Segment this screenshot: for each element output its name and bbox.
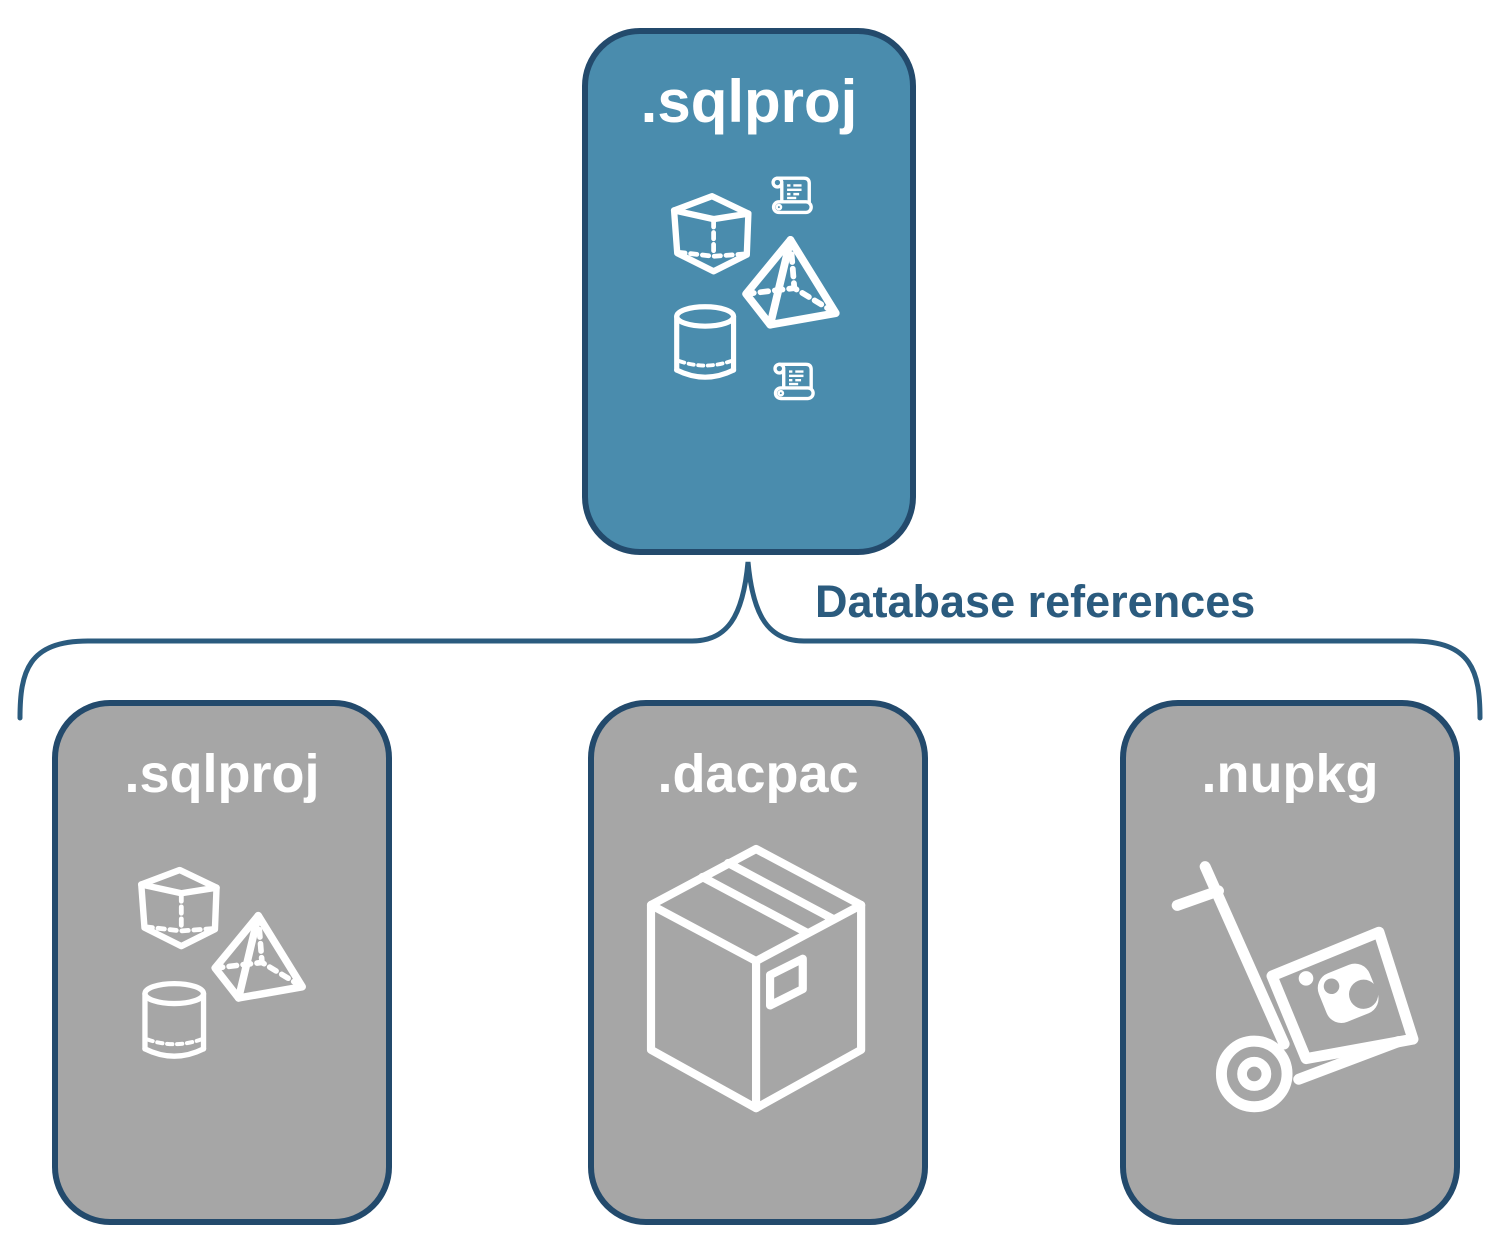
sql-objects-icon-cluster bbox=[588, 176, 910, 401]
package-box-icon bbox=[651, 849, 861, 1108]
nuget-hand-truck-icon bbox=[1177, 867, 1413, 1107]
child-card-dacpac: .dacpac bbox=[588, 700, 928, 1225]
brace-path bbox=[17, 561, 1483, 721]
child-card-title: .nupkg bbox=[1201, 744, 1379, 804]
package-box-icon-wrap bbox=[594, 706, 922, 1219]
pyramid-icon bbox=[746, 240, 836, 325]
cube-icon bbox=[674, 196, 748, 271]
child-card-title: .dacpac bbox=[657, 744, 859, 804]
nuget-hand-truck-icon-wrap bbox=[1126, 706, 1454, 1219]
child-card-sqlproj: .sqlproj bbox=[52, 700, 392, 1225]
cylinder-icon bbox=[145, 984, 204, 1057]
parent-card-title: .sqlproj bbox=[640, 68, 858, 135]
cylinder-icon bbox=[677, 307, 734, 377]
scroll-icon bbox=[773, 362, 815, 401]
connector-label: Database references bbox=[815, 576, 1256, 627]
scroll-icon bbox=[771, 176, 813, 215]
sql-objects-icon-cluster bbox=[58, 706, 386, 1219]
child-card-title: .sqlproj bbox=[124, 744, 320, 804]
parent-card-sqlproj: .sqlproj bbox=[582, 28, 916, 555]
pyramid-icon bbox=[215, 916, 302, 998]
cube-icon bbox=[141, 870, 216, 946]
child-card-nupkg: .nupkg bbox=[1120, 700, 1460, 1225]
